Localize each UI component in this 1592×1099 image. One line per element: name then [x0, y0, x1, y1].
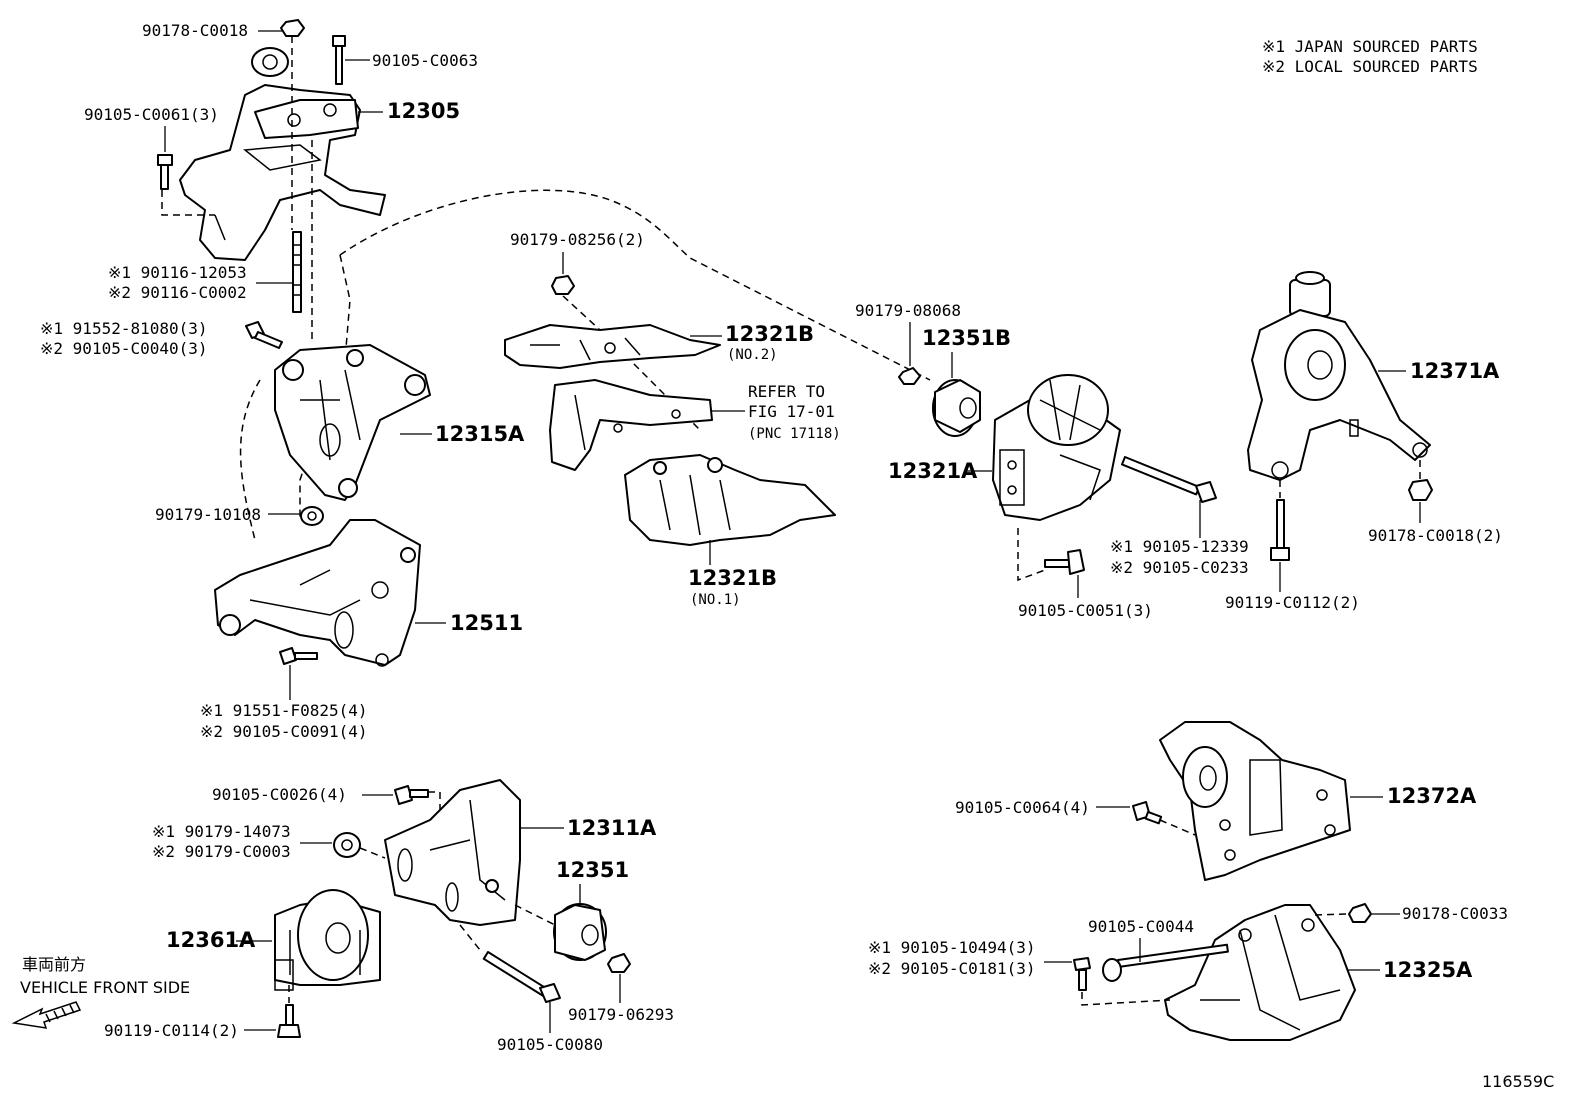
label-12372A: 12372A [1387, 784, 1477, 808]
mount-12372A[interactable] [1159, 721, 1351, 881]
figure-id: 116559C [1482, 1072, 1554, 1091]
label-12325A: 12325A [1383, 958, 1473, 982]
nut-90178-C0018-top[interactable] [280, 19, 305, 37]
label-90119-C0112: 90119-C0112(2) [1225, 593, 1360, 612]
label-90178-C0033: 90178-C0033 [1402, 904, 1508, 923]
bolt-90119-C0114[interactable] [277, 1004, 301, 1038]
reference-dashed-line [339, 189, 931, 381]
heat-insulator-12321B-no1[interactable] [624, 454, 836, 546]
label-90105-C0091: ※2 90105-C0091(4) [200, 722, 368, 741]
bracket-refer-fig-17-01[interactable] [549, 379, 713, 471]
label-12311A: 12311A [567, 816, 657, 840]
dash-12311A-2 [359, 847, 386, 859]
label-90105-C0080: 90105-C0080 [497, 1035, 603, 1054]
label-90179-06293: 90179-06293 [568, 1005, 674, 1024]
dash-12321A [1017, 528, 1046, 582]
label-12315A: 12315A [435, 422, 525, 446]
bolt-90105-C0051[interactable] [1044, 549, 1085, 575]
bolt-91552-81080[interactable] [245, 321, 283, 349]
nut-90179-08256[interactable] [551, 275, 575, 295]
note-local-sourced: ※2 LOCAL SOURCED PARTS [1262, 57, 1478, 76]
label-90105-C0181: ※2 90105-C0181(3) [868, 959, 1036, 978]
bolt-90105-C0080[interactable] [482, 951, 561, 1003]
label-90105-C0040: ※2 90105-C0040(3) [40, 339, 208, 358]
nut-90178-C0033[interactable] [1348, 903, 1372, 923]
label-90116-C0002: ※2 90116-C0002 [108, 283, 247, 302]
label-12321B-no2: 12321B [725, 322, 814, 346]
label-90179-C0003: ※2 90179-C0003 [152, 842, 291, 861]
label-12321B-no1: 12321B [688, 566, 777, 590]
label-12305: 12305 [387, 99, 460, 123]
cushion-12351B[interactable] [932, 379, 981, 437]
dash-12351 [514, 904, 556, 926]
nut-90179-08068[interactable] [898, 367, 921, 385]
front-direction-arrow-icon [11, 1001, 82, 1029]
label-pnc-17118: (PNC 17118) [748, 426, 841, 442]
dash-12311A-3 [459, 924, 481, 951]
label-90105-C0233: ※2 90105-C0233 [1110, 558, 1249, 577]
label-90105-C0063: 90105-C0063 [372, 51, 478, 70]
label-no1: (NO.1) [690, 592, 741, 608]
bracket-12321A[interactable] [992, 374, 1121, 521]
bolt-90105-C0063[interactable] [332, 35, 346, 85]
bolt-90105-C0061[interactable] [157, 154, 173, 190]
label-90116-12053: ※1 90116-12053 [108, 263, 247, 282]
mount-12371A[interactable] [1247, 271, 1431, 481]
dash-12321B [562, 295, 701, 431]
label-90119-C0114: 90119-C0114(2) [104, 1021, 239, 1040]
note-japan-sourced: ※1 JAPAN SOURCED PARTS [1262, 37, 1478, 56]
nut-90179-06293[interactable] [607, 953, 631, 973]
label-90105-12339: ※1 90105-12339 [1110, 537, 1249, 556]
label-12351: 12351 [556, 858, 629, 882]
label-90178-C0018-top: 90178-C0018 [142, 21, 248, 40]
label-12321A: 12321A [888, 459, 978, 483]
label-90105-C0064: 90105-C0064(4) [955, 798, 1090, 817]
label-90105-C0044: 90105-C0044 [1088, 917, 1194, 936]
label-91552-81080: ※1 91552-81080(3) [40, 319, 208, 338]
label-12361A: 12361A [166, 928, 256, 952]
cushion-12351[interactable] [553, 903, 607, 961]
label-90105-10494: ※1 90105-10494(3) [868, 938, 1036, 957]
label-91551-F0825: ※1 91551-F0825(4) [200, 701, 368, 720]
mount-12361A[interactable] [274, 889, 381, 991]
nut-90179-10108[interactable] [300, 506, 324, 526]
bracket-12325A[interactable] [1164, 904, 1356, 1041]
label-12511: 12511 [450, 611, 523, 635]
front-side-english: VEHICLE FRONT SIDE [20, 978, 190, 997]
label-90178-C0018-2: 90178-C0018(2) [1368, 526, 1503, 545]
nut-90179-14073[interactable] [333, 832, 361, 858]
dash-12305-3 [161, 190, 215, 216]
label-90105-C0061: 90105-C0061(3) [84, 105, 219, 124]
bolt-90105-C0064[interactable] [1132, 801, 1163, 825]
bolt-90105-10494[interactable] [1073, 957, 1091, 991]
label-90179-08256: 90179-08256(2) [510, 230, 645, 249]
label-90179-14073: ※1 90179-14073 [152, 822, 291, 841]
label-12371A: 12371A [1410, 359, 1500, 383]
front-side-japanese: 車両前方 [22, 955, 86, 974]
dash-12325A-1 [1314, 913, 1349, 916]
bolt-90105-12339[interactable] [1121, 456, 1217, 503]
dash-12325A-2 [1081, 992, 1171, 1006]
stud-90119-C0112[interactable] [1270, 499, 1290, 561]
bolt-90105-C0044[interactable] [1102, 943, 1229, 982]
label-fig-17-01: FIG 17-01 [748, 402, 835, 421]
nut-90178-C0018-2[interactable] [1408, 479, 1433, 501]
bolt-91551-F0825[interactable] [279, 647, 318, 665]
label-90105-C0026: 90105-C0026(4) [212, 785, 347, 804]
heat-insulator-12321B-no2[interactable] [504, 324, 721, 369]
label-12351B: 12351B [922, 326, 1011, 350]
dash-12372A [1159, 819, 1196, 836]
label-90105-C0051: 90105-C0051(3) [1018, 601, 1153, 620]
mount-12305[interactable] [179, 47, 386, 261]
label-90179-10108: 90179-10108 [155, 505, 261, 524]
bracket-12315A[interactable] [274, 344, 431, 501]
label-no2: (NO.2) [727, 347, 778, 363]
bolt-90105-C0026[interactable] [394, 785, 429, 805]
bracket-12311A[interactable] [384, 779, 521, 926]
label-refer-to: REFER TO [748, 382, 825, 401]
label-90179-08068: 90179-08068 [855, 301, 961, 320]
bracket-12511[interactable] [214, 519, 421, 667]
stud-90116[interactable] [292, 231, 302, 313]
